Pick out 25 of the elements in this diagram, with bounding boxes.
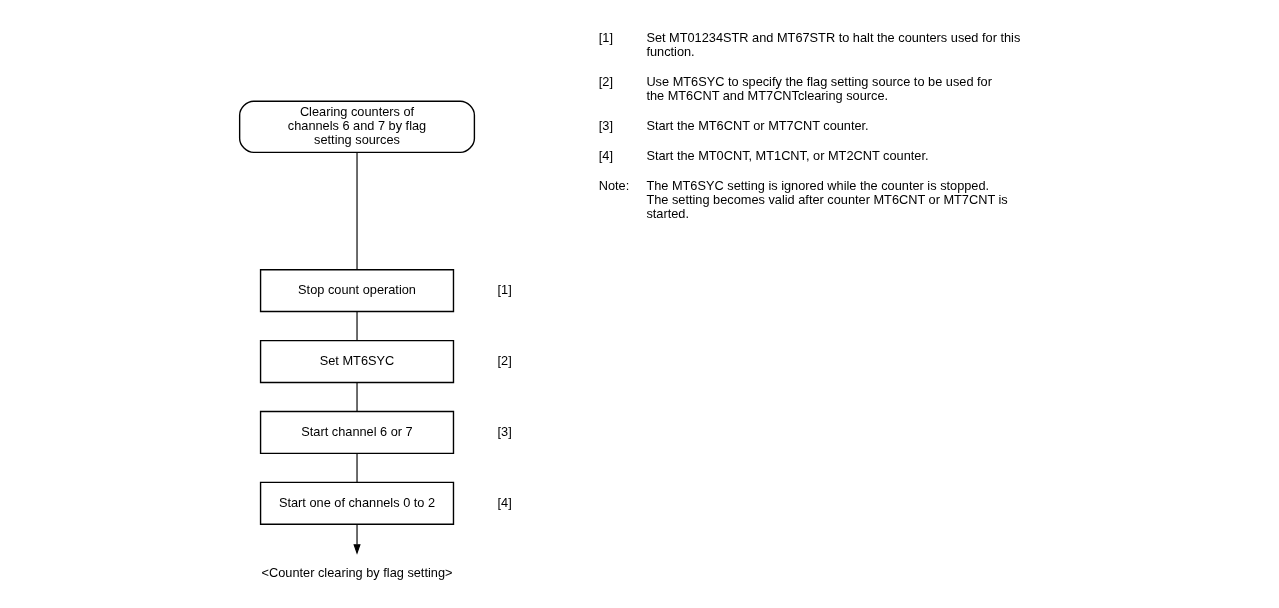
label: [1] [598, 29, 613, 45]
node-label: [1] [497, 281, 512, 297]
node-text: <Counter clearing by flag setting> [261, 565, 452, 581]
label: Start the MT0CNT, MT1CNT, or MT2CNT counter. [645, 148, 928, 164]
arrow [352, 523, 361, 555]
connector [355, 452, 358, 483]
label: [2] [598, 73, 613, 89]
node-label: [4] [497, 494, 512, 510]
label: Set MT01234STR and MT67STR to halt the counters used for this function. [645, 29, 1020, 59]
label: [3] [598, 118, 613, 134]
node-box: Start one of channels 0 to 2 [259, 481, 454, 525]
node-label: [3] [497, 423, 512, 439]
label: Start the MT6CNT or MT7CNT counter. [645, 118, 869, 134]
node-box: Clearing counters of channels 6 and 7 by flag setting sources [238, 100, 475, 154]
connector [355, 381, 358, 412]
connector [355, 311, 358, 341]
label: Use MT6SYC to specify the flag setting source to be used for the MT6CNT and MT7CNTclearing source. [645, 73, 992, 103]
node-label: [2] [497, 352, 512, 368]
node-box: Start channel 6 or 7 [259, 410, 454, 455]
node-box: Stop count operation [259, 269, 454, 313]
label: [4] [598, 148, 613, 164]
label: Note: [598, 178, 629, 194]
connector [355, 151, 358, 270]
node-box: Set MT6SYC [259, 339, 454, 384]
label: The MT6SYC setting is ignored while the counter is stopped. The setting becomes valid after counter MT6CNT or MT7CNT is started. [645, 178, 1008, 222]
